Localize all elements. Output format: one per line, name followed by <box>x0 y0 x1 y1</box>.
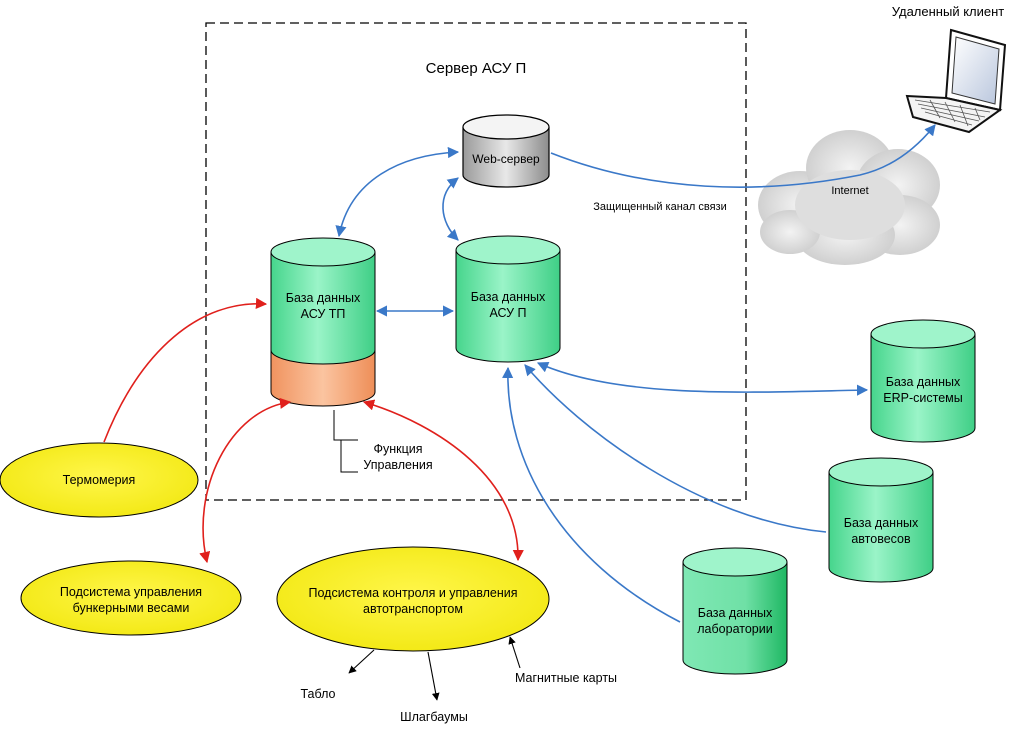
db-asu-p-line1: База данных <box>471 290 546 304</box>
db-erp-line2: ERP-системы <box>883 391 962 405</box>
db-autoscales-cylinder <box>828 457 934 583</box>
arrow-webserver-asup <box>442 177 459 241</box>
db-autoscales-line2: автовесов <box>851 532 911 546</box>
barriers-label: Шлагбаумы <box>400 710 468 724</box>
transport-control-line2: автотранспортом <box>363 602 463 616</box>
arrow-asup-erp <box>536 362 869 396</box>
bunker-scales-line2: бункерными весами <box>73 601 190 615</box>
arrow-thermometry-asutp <box>103 297 268 443</box>
secure-channel-label: Защищенный канал связи <box>593 201 726 213</box>
remote-client-label: Удаленный клиент <box>892 4 1005 19</box>
laptop-icon <box>905 28 1007 134</box>
db-lab-cylinder <box>682 547 788 675</box>
thermometry-ellipse <box>0 442 199 518</box>
arrow-asutp-webserver <box>335 146 460 238</box>
arrow-autoscales-asup <box>524 364 827 533</box>
db-asu-p-line2: АСУ П <box>489 306 526 320</box>
db-lab-line1: База данных <box>698 606 773 620</box>
db-asu-tp-cylinder <box>270 237 376 407</box>
arrow-bunker-function <box>199 397 292 564</box>
web-server-cylinder <box>462 114 550 188</box>
db-lab-line2: лаборатории <box>697 622 772 636</box>
server-frame <box>205 22 747 501</box>
tablo-label: Табло <box>300 687 335 701</box>
arrow-magnetic-cards <box>508 636 521 669</box>
db-erp-line1: База данных <box>886 375 961 389</box>
arrow-webserver-client <box>550 124 936 188</box>
server-frame-title: Сервер АСУ П <box>426 60 527 77</box>
magnetic-cards-label: Магнитные карты <box>515 671 617 685</box>
db-asu-tp-line2: АСУ ТП <box>301 307 346 321</box>
arrow-to-barriers <box>427 651 440 701</box>
arrow-to-tablo <box>348 649 375 674</box>
db-asu-tp-line1: База данных <box>286 291 361 305</box>
internet-label: Internet <box>831 185 868 197</box>
control-function-callout <box>333 410 358 473</box>
db-erp-cylinder <box>870 319 976 443</box>
arrow-transport-function <box>362 399 524 562</box>
thermometry-label: Термомерия <box>63 473 136 487</box>
control-function-line1: Функция <box>373 442 422 456</box>
transport-control-line1: Подсистема контроля и управления <box>309 586 518 600</box>
web-server-label: Web-сервер <box>472 152 540 166</box>
db-autoscales-line1: База данных <box>844 516 919 530</box>
bunker-scales-ellipse <box>20 560 242 636</box>
db-asu-p-cylinder <box>455 235 561 363</box>
bunker-scales-line1: Подсистема управления <box>60 585 202 599</box>
control-function-line2: Управления <box>363 458 432 472</box>
internet-cloud <box>758 130 940 265</box>
